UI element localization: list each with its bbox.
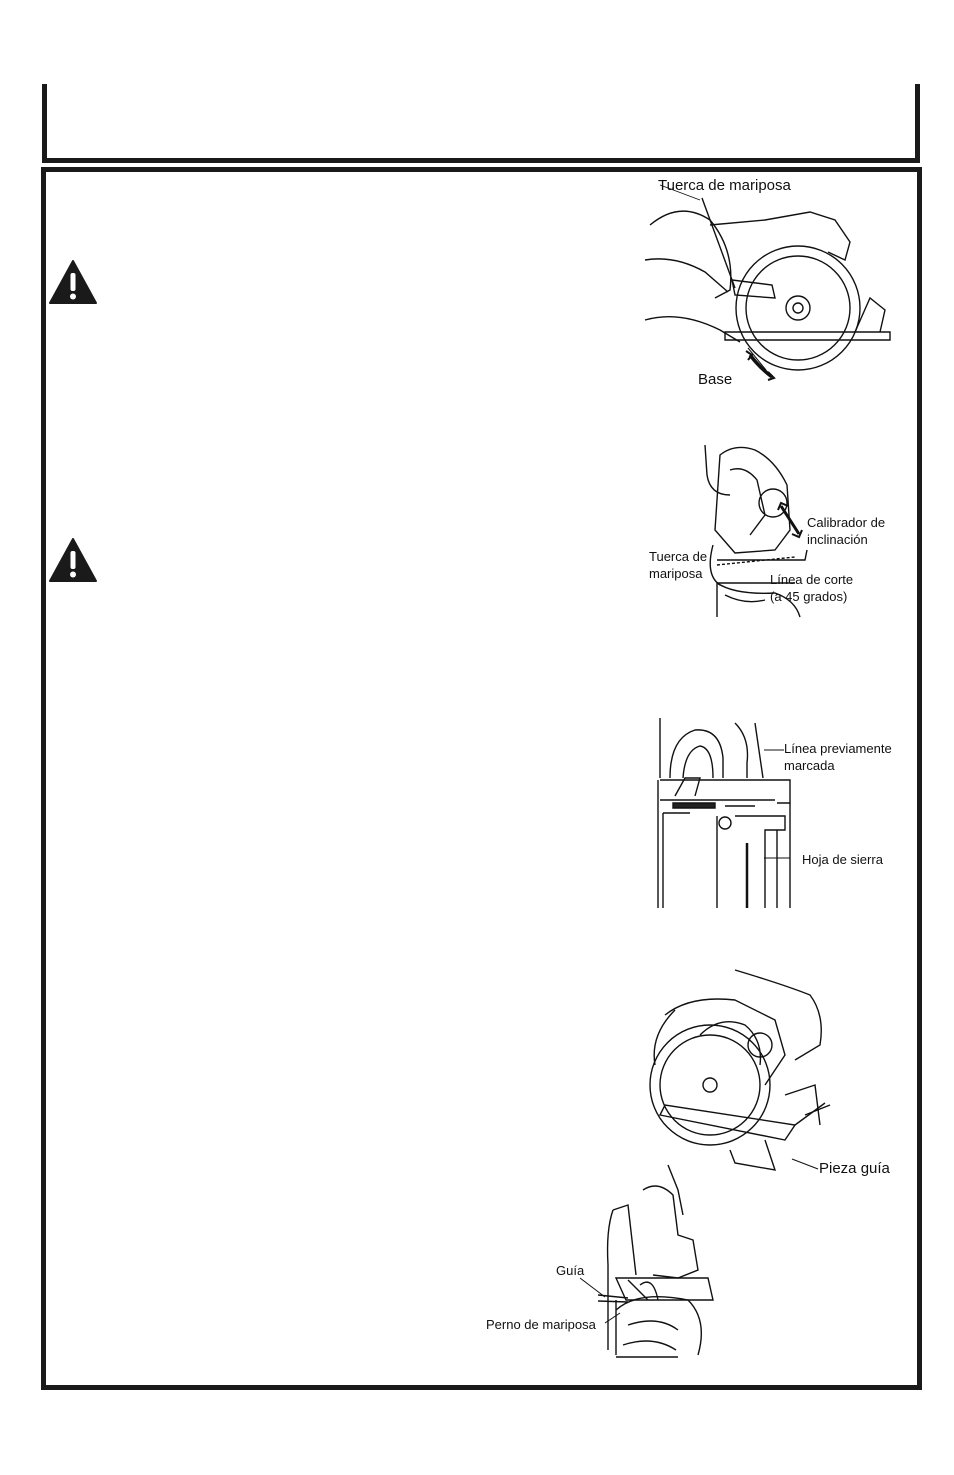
content-frame [41, 167, 922, 1390]
label-wing-nut-2a: Tuerca de [649, 549, 708, 564]
warning-triangle-icon [49, 538, 97, 582]
label-wing-nut: Tuerca de mariposa [658, 177, 791, 194]
figure-cut-line-alignment [655, 718, 795, 908]
leader-line-guide [791, 1158, 819, 1170]
label-bevel-gauge-2: inclinación [807, 532, 868, 547]
figure-bevel-adjustment [695, 435, 815, 620]
label-wing-bolt: Perno de mariposa [486, 1317, 596, 1332]
label-marked-line-2: marcada [784, 758, 835, 773]
warning-triangle-icon [49, 260, 97, 304]
bevel-arrow-icon [777, 501, 803, 539]
figure-rip-fence [598, 1160, 723, 1360]
label-guide: Guía [556, 1263, 585, 1278]
figure-guide-piece [645, 965, 835, 1195]
label-guide-piece: Pieza guía [819, 1160, 890, 1177]
header-frame [42, 84, 920, 163]
label-cut-line-2: (a 45 grados) [770, 589, 848, 604]
leader-lines-fence [579, 1277, 621, 1324]
label-cut-line-1: Línea de corte [770, 572, 854, 587]
leader-lines [764, 749, 790, 859]
label-saw-blade: Hoja de sierra [802, 852, 883, 867]
label-wing-nut-2b: mariposa [649, 566, 703, 581]
label-marked-line-1: Línea previamente [784, 741, 892, 756]
figure-depth-adjustment [640, 180, 900, 395]
label-base: Base [698, 371, 733, 388]
label-bevel-gauge-1: Calibrador de [807, 515, 886, 530]
